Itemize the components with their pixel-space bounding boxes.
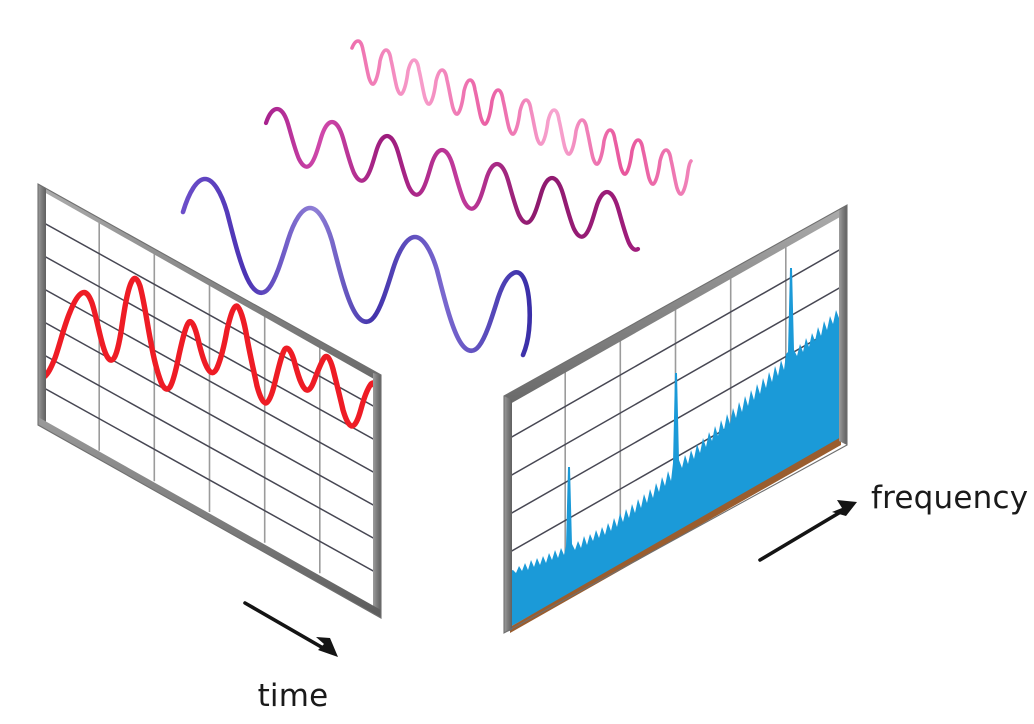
time-panel-frame-left: [38, 184, 46, 425]
time-arrow-shaft: [243, 601, 332, 654]
time-grid-horizontal: [44, 222, 375, 573]
frequency-panel-frame-top: [504, 205, 847, 404]
time-panel-outline: [37, 183, 382, 619]
frequency-axis-label: frequency: [871, 480, 1028, 516]
frequency-arrow-head: [832, 500, 857, 516]
sine-component-low-curve: [180, 176, 533, 358]
sine-component-high-curve: [350, 39, 693, 196]
frequency-direction-arrow: [758, 500, 857, 562]
time-panel-frame-right: [373, 373, 381, 618]
time-domain-signal-curve: [44, 275, 375, 429]
time-axis-label: time: [258, 678, 329, 714]
time-direction-arrow: [243, 601, 338, 657]
frequency-spectrum-area: [510, 268, 841, 627]
frequency-panel-frame-left: [504, 396, 512, 633]
frequency-panel-grid: [510, 242, 841, 627]
time-arrow-head: [316, 637, 338, 657]
time-domain-panel: [37, 183, 382, 619]
frequency-arrow-shaft: [758, 505, 851, 562]
time-panel-frame-top: [38, 184, 381, 383]
frequency-domain-panel: [503, 204, 848, 634]
frequency-panel-frame-right: [839, 205, 847, 445]
sine-component-mid-curve: [263, 106, 641, 252]
frequency-panel-outline: [503, 204, 848, 634]
time-panel-grid: [44, 220, 375, 574]
time-panel-frame-bottom: [38, 417, 381, 618]
